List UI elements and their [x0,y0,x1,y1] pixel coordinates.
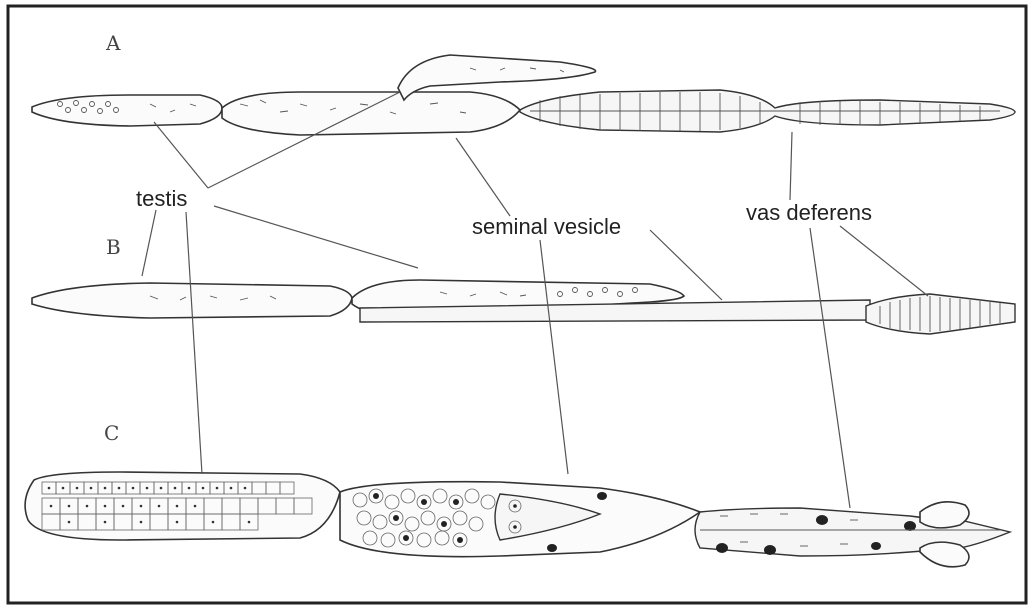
label-vas-deferens: vas deferens [746,200,872,225]
panel-letter-b: B [106,235,121,259]
label-seminal-vesicle: seminal vesicle [472,214,621,239]
label-testis: testis [136,186,187,211]
panel-letter-a: A [105,31,121,55]
panel-letter-c: C [104,421,119,445]
